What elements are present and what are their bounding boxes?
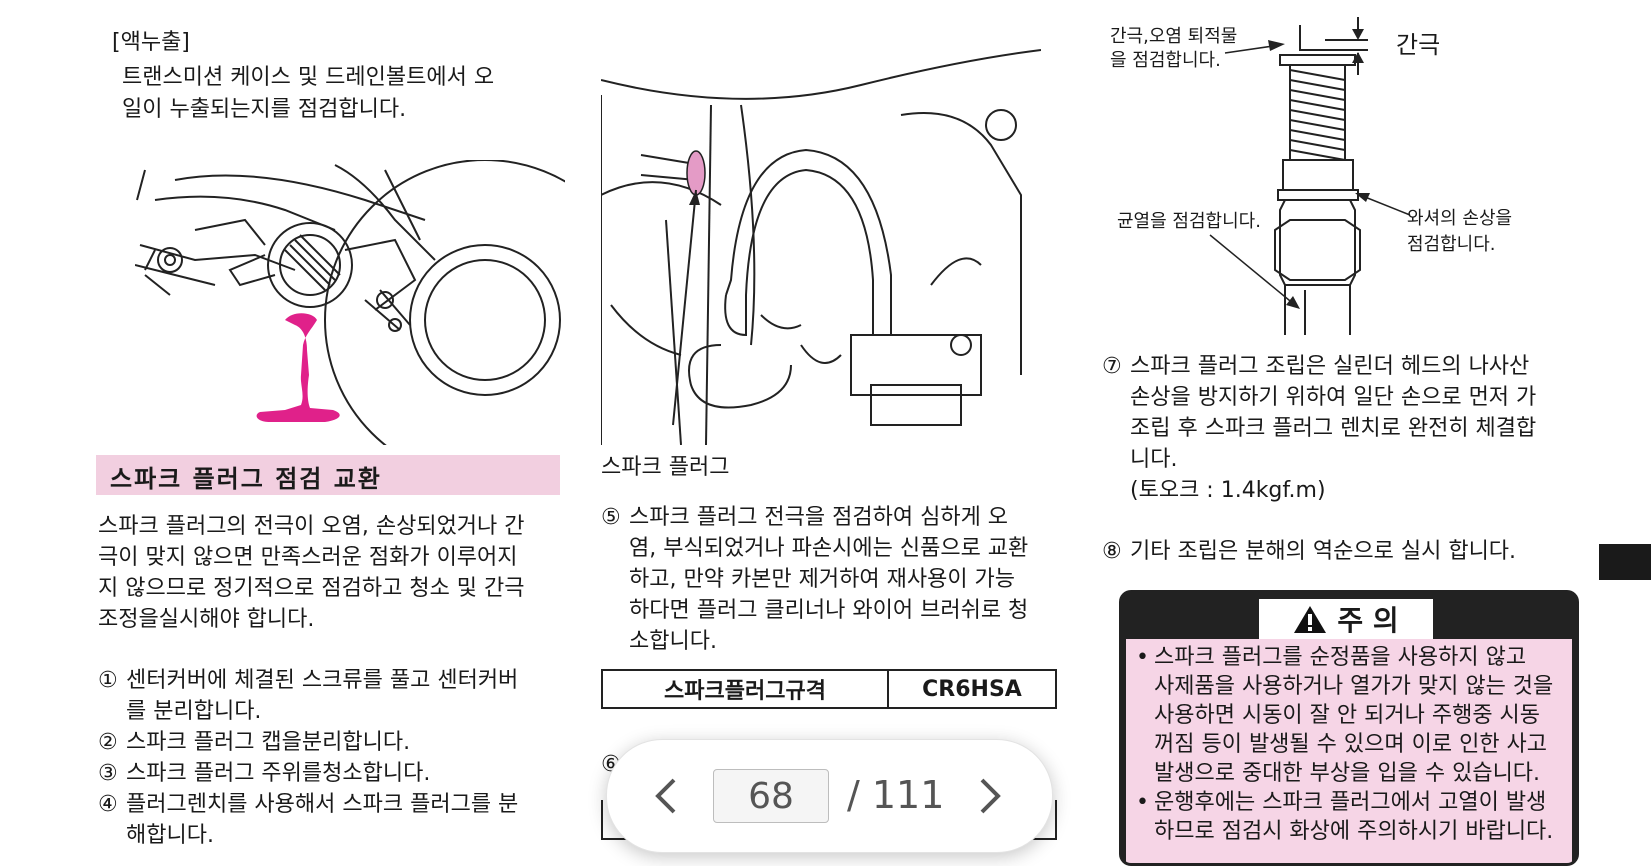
step-7-line-4: 니다. xyxy=(1130,447,1178,472)
step-5-line-5: 소합니다. xyxy=(629,629,717,654)
caution-bullet-1-marker: • xyxy=(1136,645,1149,670)
step-4-line-1: 플러그렌치를 사용해서 스파크 플러그를 분 xyxy=(126,792,519,817)
transmission-leak-illustration xyxy=(135,160,565,445)
next-page-button[interactable] xyxy=(965,768,1015,824)
leak-text-line-2: 일이 누출되는지를 점검합니다. xyxy=(122,97,407,122)
spark-plug-spec-table: 스파크플러그규격 CR6HSA xyxy=(601,669,1057,709)
caution-bullet-2-marker: • xyxy=(1136,790,1149,815)
intro-line-4: 조정을실시해야 합니다. xyxy=(98,607,315,632)
step-8-number: ⑧ xyxy=(1102,539,1122,564)
caution-bullet-1-line-2: 사제품을 사용하거나 열가가 맞지 않는 것을 xyxy=(1154,674,1554,699)
spec-value-cell: CR6HSA xyxy=(887,669,1057,709)
section-heading-bar: 스파크 플러그 점검 교환 xyxy=(96,455,560,495)
caution-title: 주 의 xyxy=(1257,597,1435,641)
spark-plug-diagram xyxy=(1209,17,1411,335)
step-2-number: ② xyxy=(98,730,118,755)
chevron-right-icon xyxy=(980,778,1001,814)
step-3-number: ③ xyxy=(98,761,118,786)
caution-title-text: 주 의 xyxy=(1337,604,1399,637)
caution-box: 주 의 • 스파크 플러그를 순정품을 사용하지 않고 사제품을 사용하거나 열… xyxy=(1119,590,1579,866)
step-1-line-2: 를 분리합니다. xyxy=(126,699,262,724)
washer-check-label-line-1: 와셔의 손상을 xyxy=(1407,208,1513,229)
step-5-number: ⑤ xyxy=(601,505,621,530)
caution-bullet-2-line-2: 하므로 점검시 화상에 주의하시기 바랍니다. xyxy=(1154,819,1554,844)
step-7-number: ⑦ xyxy=(1102,354,1122,379)
caution-bullet-1-line-5: 발생으로 중대한 부상을 입을 수 있습니다. xyxy=(1154,761,1541,786)
gap-check-label-line-2: 을 점검합니다. xyxy=(1110,50,1221,71)
caution-body: • 스파크 플러그를 순정품을 사용하지 않고 사제품을 사용하거나 열가가 맞… xyxy=(1126,639,1572,863)
step-5-line-3: 하고, 만약 카본만 제거하여 재사용이 가능 xyxy=(629,567,1016,592)
previous-page-button[interactable] xyxy=(641,768,691,824)
step-7-torque: (토오크 : 1.4kgf.m) xyxy=(1130,478,1326,503)
gap-check-label-line-1: 간극,오염 퇴적물 xyxy=(1110,26,1238,47)
spark-plug-cap-highlight xyxy=(686,150,706,196)
step-4-line-2: 해합니다. xyxy=(126,823,214,848)
step-5-line-4: 하다면 플러그 클리너나 와이어 브러쉬로 청 xyxy=(629,598,1029,623)
step-7-line-2: 손상을 방지하기 위하여 일단 손으로 먼저 가 xyxy=(1130,385,1537,410)
total-pages: / 111 xyxy=(847,773,945,817)
step-5-line-2: 염, 부식되었거나 파손시에는 신품으로 교환 xyxy=(629,536,1029,561)
step-7-line-1: 스파크 플러그 조립은 실린더 헤드의 나사산 xyxy=(1130,354,1530,379)
page-navigator: / 111 xyxy=(606,739,1053,853)
intro-line-2: 극이 맞지 않으면 만족스러운 점화가 이루어지 xyxy=(98,545,518,570)
spark-plug-location-illustration xyxy=(601,49,1041,445)
caution-bullet-1-line-4: 꺼짐 등이 발생될 수 있으며 이로 인한 사고 xyxy=(1154,732,1548,757)
warning-triangle-icon xyxy=(1294,606,1327,633)
spark-plug-figure-label: 스파크 플러그 xyxy=(601,455,730,480)
leak-title: [액누출] xyxy=(112,30,190,55)
intro-line-1: 스파크 플러그의 전극이 오염, 손상되었거나 간 xyxy=(98,514,525,539)
step-8-text: 기타 조립은 분해의 역순으로 실시 합니다. xyxy=(1130,539,1517,564)
step-5-line-1: 스파크 플러그 전극을 점검하여 심하게 오 xyxy=(629,505,1009,530)
chapter-tab-marker xyxy=(1599,544,1651,580)
caution-bullet-2-line-1: 운행후에는 스파크 플러그에서 고열이 발생 xyxy=(1154,790,1547,815)
washer-check-label-line-2: 점검합니다. xyxy=(1407,234,1496,255)
step-4-number: ④ xyxy=(98,792,118,817)
caution-bullet-1-line-1: 스파크 플러그를 순정품을 사용하지 않고 xyxy=(1154,645,1527,670)
leak-text-line-1: 트랜스미션 케이스 및 드레인볼트에서 오 xyxy=(122,65,495,90)
intro-line-3: 지 않으므로 정기적으로 점검하고 청소 및 간극 xyxy=(98,576,525,601)
step-2-line-1: 스파크 플러그 캡을분리합니다. xyxy=(126,730,411,755)
oil-leak-drip xyxy=(256,313,340,422)
crack-check-label: 균열을 점검합니다. xyxy=(1117,211,1261,232)
step-3-line-1: 스파크 플러그 주위를청소합니다. xyxy=(126,761,431,786)
gap-label: 간극 xyxy=(1396,31,1441,59)
step-1-number: ① xyxy=(98,668,118,693)
section-heading: 스파크 플러그 점검 교환 xyxy=(110,465,382,493)
spec-label-cell: 스파크플러그규격 xyxy=(601,669,889,709)
step-7-line-3: 조립 후 스파크 플러그 렌치로 완전히 체결합 xyxy=(1130,416,1537,441)
page-number-input[interactable] xyxy=(713,769,829,823)
step-1-line-1: 센터커버에 체결된 스크류를 풀고 센터커버 xyxy=(126,668,519,693)
caution-bullet-1-line-3: 사용하면 시동이 잘 안 되거나 주행중 시동 xyxy=(1154,703,1541,728)
chevron-left-icon xyxy=(655,778,676,814)
